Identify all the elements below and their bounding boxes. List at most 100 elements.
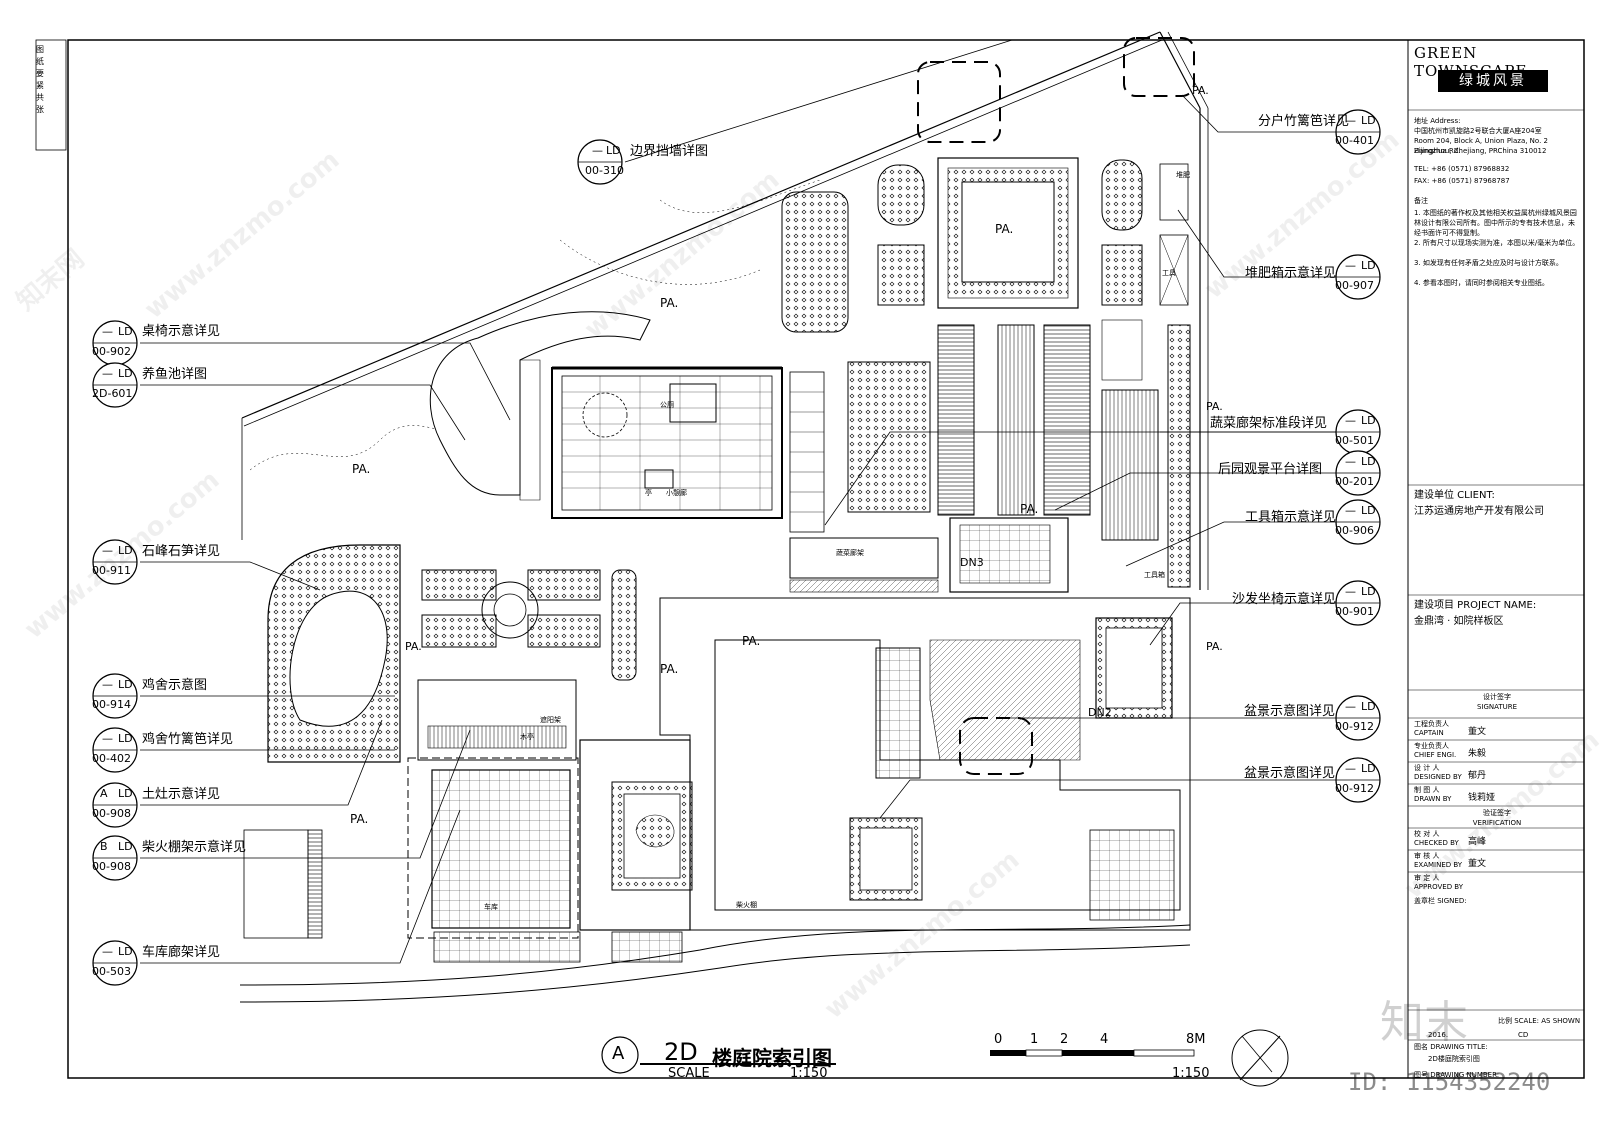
callout-code: LD xyxy=(1361,414,1376,427)
callout-code: LD xyxy=(606,144,621,157)
callout-code: LD xyxy=(118,840,133,853)
callout-code: LD xyxy=(1361,762,1376,775)
callout-text: 分户竹篱笆详见 xyxy=(1258,114,1350,129)
callout-text: 盆景示意图详见 xyxy=(1244,766,1336,781)
pa-label: PA. xyxy=(660,296,679,310)
callout-text: 车库廊架详见 xyxy=(142,945,221,960)
role-cn: 制 图 人 xyxy=(1414,786,1440,794)
callout-code: LD xyxy=(1361,504,1376,517)
stamp-char: 张 xyxy=(36,105,44,114)
callout-number: 00-503 xyxy=(92,965,131,978)
plan-tag: 工具 xyxy=(1162,269,1176,277)
stamp-char: 紧 xyxy=(36,81,44,90)
role-en: CHECKED BY xyxy=(1414,839,1459,847)
title-marker: A xyxy=(612,1043,625,1064)
stamp-char: 纸 xyxy=(36,57,44,66)
callout-text: 堆肥箱示意详见 xyxy=(1245,266,1337,281)
title-name: 楼庭院索引图 xyxy=(712,1046,832,1070)
signer-name: 董文 xyxy=(1468,727,1487,737)
stamp-char: 图 xyxy=(36,45,44,54)
plan-tag: 小憩廊 xyxy=(666,489,687,497)
callout-text: 工具箱示意详见 xyxy=(1245,510,1337,525)
verify-title-en: VERIFICATION xyxy=(1472,819,1522,827)
sheet-title-label: 图名 DRAWING TITLE: xyxy=(1414,1043,1488,1051)
scale-tick: 0 xyxy=(994,1032,1003,1047)
signature-title: 设计签字 xyxy=(1483,693,1511,701)
stamp-char: 要 xyxy=(36,69,44,78)
stamp-char: 共 xyxy=(36,93,44,102)
callout-number: 00-201 xyxy=(1335,475,1374,488)
drawing-stamp: 图 纸 要 紧 共 张 xyxy=(36,44,66,116)
callout-text: 盆景示意图详见 xyxy=(1244,704,1336,719)
title-block: GREEN TOWNSCAPE 绿城风景 地址 Address: 中国杭州市凯旋… xyxy=(1408,40,1584,1079)
pa-label: PA. xyxy=(350,812,369,826)
callout-text: 土灶示意详见 xyxy=(142,787,221,802)
callout-number: 00-908 xyxy=(92,807,131,820)
callout-text: 石峰石笋详见 xyxy=(142,544,221,559)
signer-name: 钱莉娅 xyxy=(1468,793,1496,803)
callout-number: 00-402 xyxy=(92,752,131,765)
fax: FAX: +86 (0571) 87968787 xyxy=(1414,177,1510,185)
project-value: 金鼎湾 · 如院样板区 xyxy=(1414,616,1504,627)
callout-number: 00-401 xyxy=(1335,134,1374,147)
callout-text: 养鱼池详图 xyxy=(142,367,208,382)
pa-label: PA. xyxy=(1192,84,1209,97)
sheet-stage: CD xyxy=(1518,1031,1529,1039)
callout-top: — xyxy=(1345,700,1356,713)
callout-number: 00-501 xyxy=(1335,434,1374,447)
address-label: 地址 Address: xyxy=(1414,117,1461,125)
callout-number: 00-902 xyxy=(92,345,131,358)
pa-label: PA. xyxy=(405,640,422,653)
plan-tag: 公厕 xyxy=(660,401,674,409)
callout-code: LD xyxy=(1361,259,1376,272)
callout-code: LD xyxy=(1361,700,1376,713)
signed-label: 盖章栏 SIGNED: xyxy=(1414,897,1467,905)
callout-number: 00-906 xyxy=(1335,524,1374,537)
client-label: 建设单位 CLIENT: xyxy=(1414,490,1495,501)
callout-top: — xyxy=(102,732,113,745)
pa-label: PA. xyxy=(1206,400,1223,413)
title-code: 2D xyxy=(664,1038,698,1066)
plan-tag: 工具箱 xyxy=(1144,571,1165,579)
callout-text: 桌椅示意详见 xyxy=(142,324,221,339)
scale-tick: 2 xyxy=(1060,1032,1069,1047)
scale-tick: 4 xyxy=(1100,1032,1109,1047)
note-line: 4. 参看本图时，请同时参阅相关专业图纸。 xyxy=(1414,279,1549,287)
signer-name: 郁丹 xyxy=(1468,771,1487,781)
callout-code: LD xyxy=(118,544,133,557)
role-cn: 专业负责人 xyxy=(1414,742,1449,750)
role-en: DESIGNED BY xyxy=(1414,773,1462,781)
address-en2: Hangzhou, Zhejiang, PRChina 310012 xyxy=(1414,147,1547,155)
pa-label: PA. xyxy=(1020,502,1039,516)
callout-text: 柴火棚架示意详见 xyxy=(142,840,247,855)
watermark-logo: 知末 xyxy=(1380,997,1468,1048)
pa-label: PA. xyxy=(1206,640,1223,653)
callout-code: LD xyxy=(1361,585,1376,598)
callout-number: 00-912 xyxy=(1335,782,1374,795)
callout-code: LD xyxy=(118,732,133,745)
callout-code: LD xyxy=(118,367,133,380)
callout-code: LD xyxy=(1361,455,1376,468)
callout-top: A xyxy=(100,787,108,800)
plan-tag: 遮阳架 xyxy=(540,716,561,724)
signer-name: 朱毅 xyxy=(1468,749,1487,759)
role-en: DRAWN BY xyxy=(1414,795,1452,803)
signature-title-en: SIGNATURE xyxy=(1476,703,1518,711)
scale-tick: 1 xyxy=(1030,1032,1039,1047)
callout-top: — xyxy=(102,325,113,338)
sheet-title-value: 2D楼庭院索引图 xyxy=(1428,1055,1480,1063)
role-en: APPROVED BY xyxy=(1414,883,1464,891)
callout-code: LD xyxy=(1361,114,1376,127)
callout-number: 00-911 xyxy=(92,564,131,577)
callout-top: — xyxy=(1345,504,1356,517)
callout-code: LD xyxy=(118,678,133,691)
callout-text: 边界挡墙详图 xyxy=(630,144,709,159)
callout-text: 沙发坐椅示意详见 xyxy=(1232,592,1337,607)
